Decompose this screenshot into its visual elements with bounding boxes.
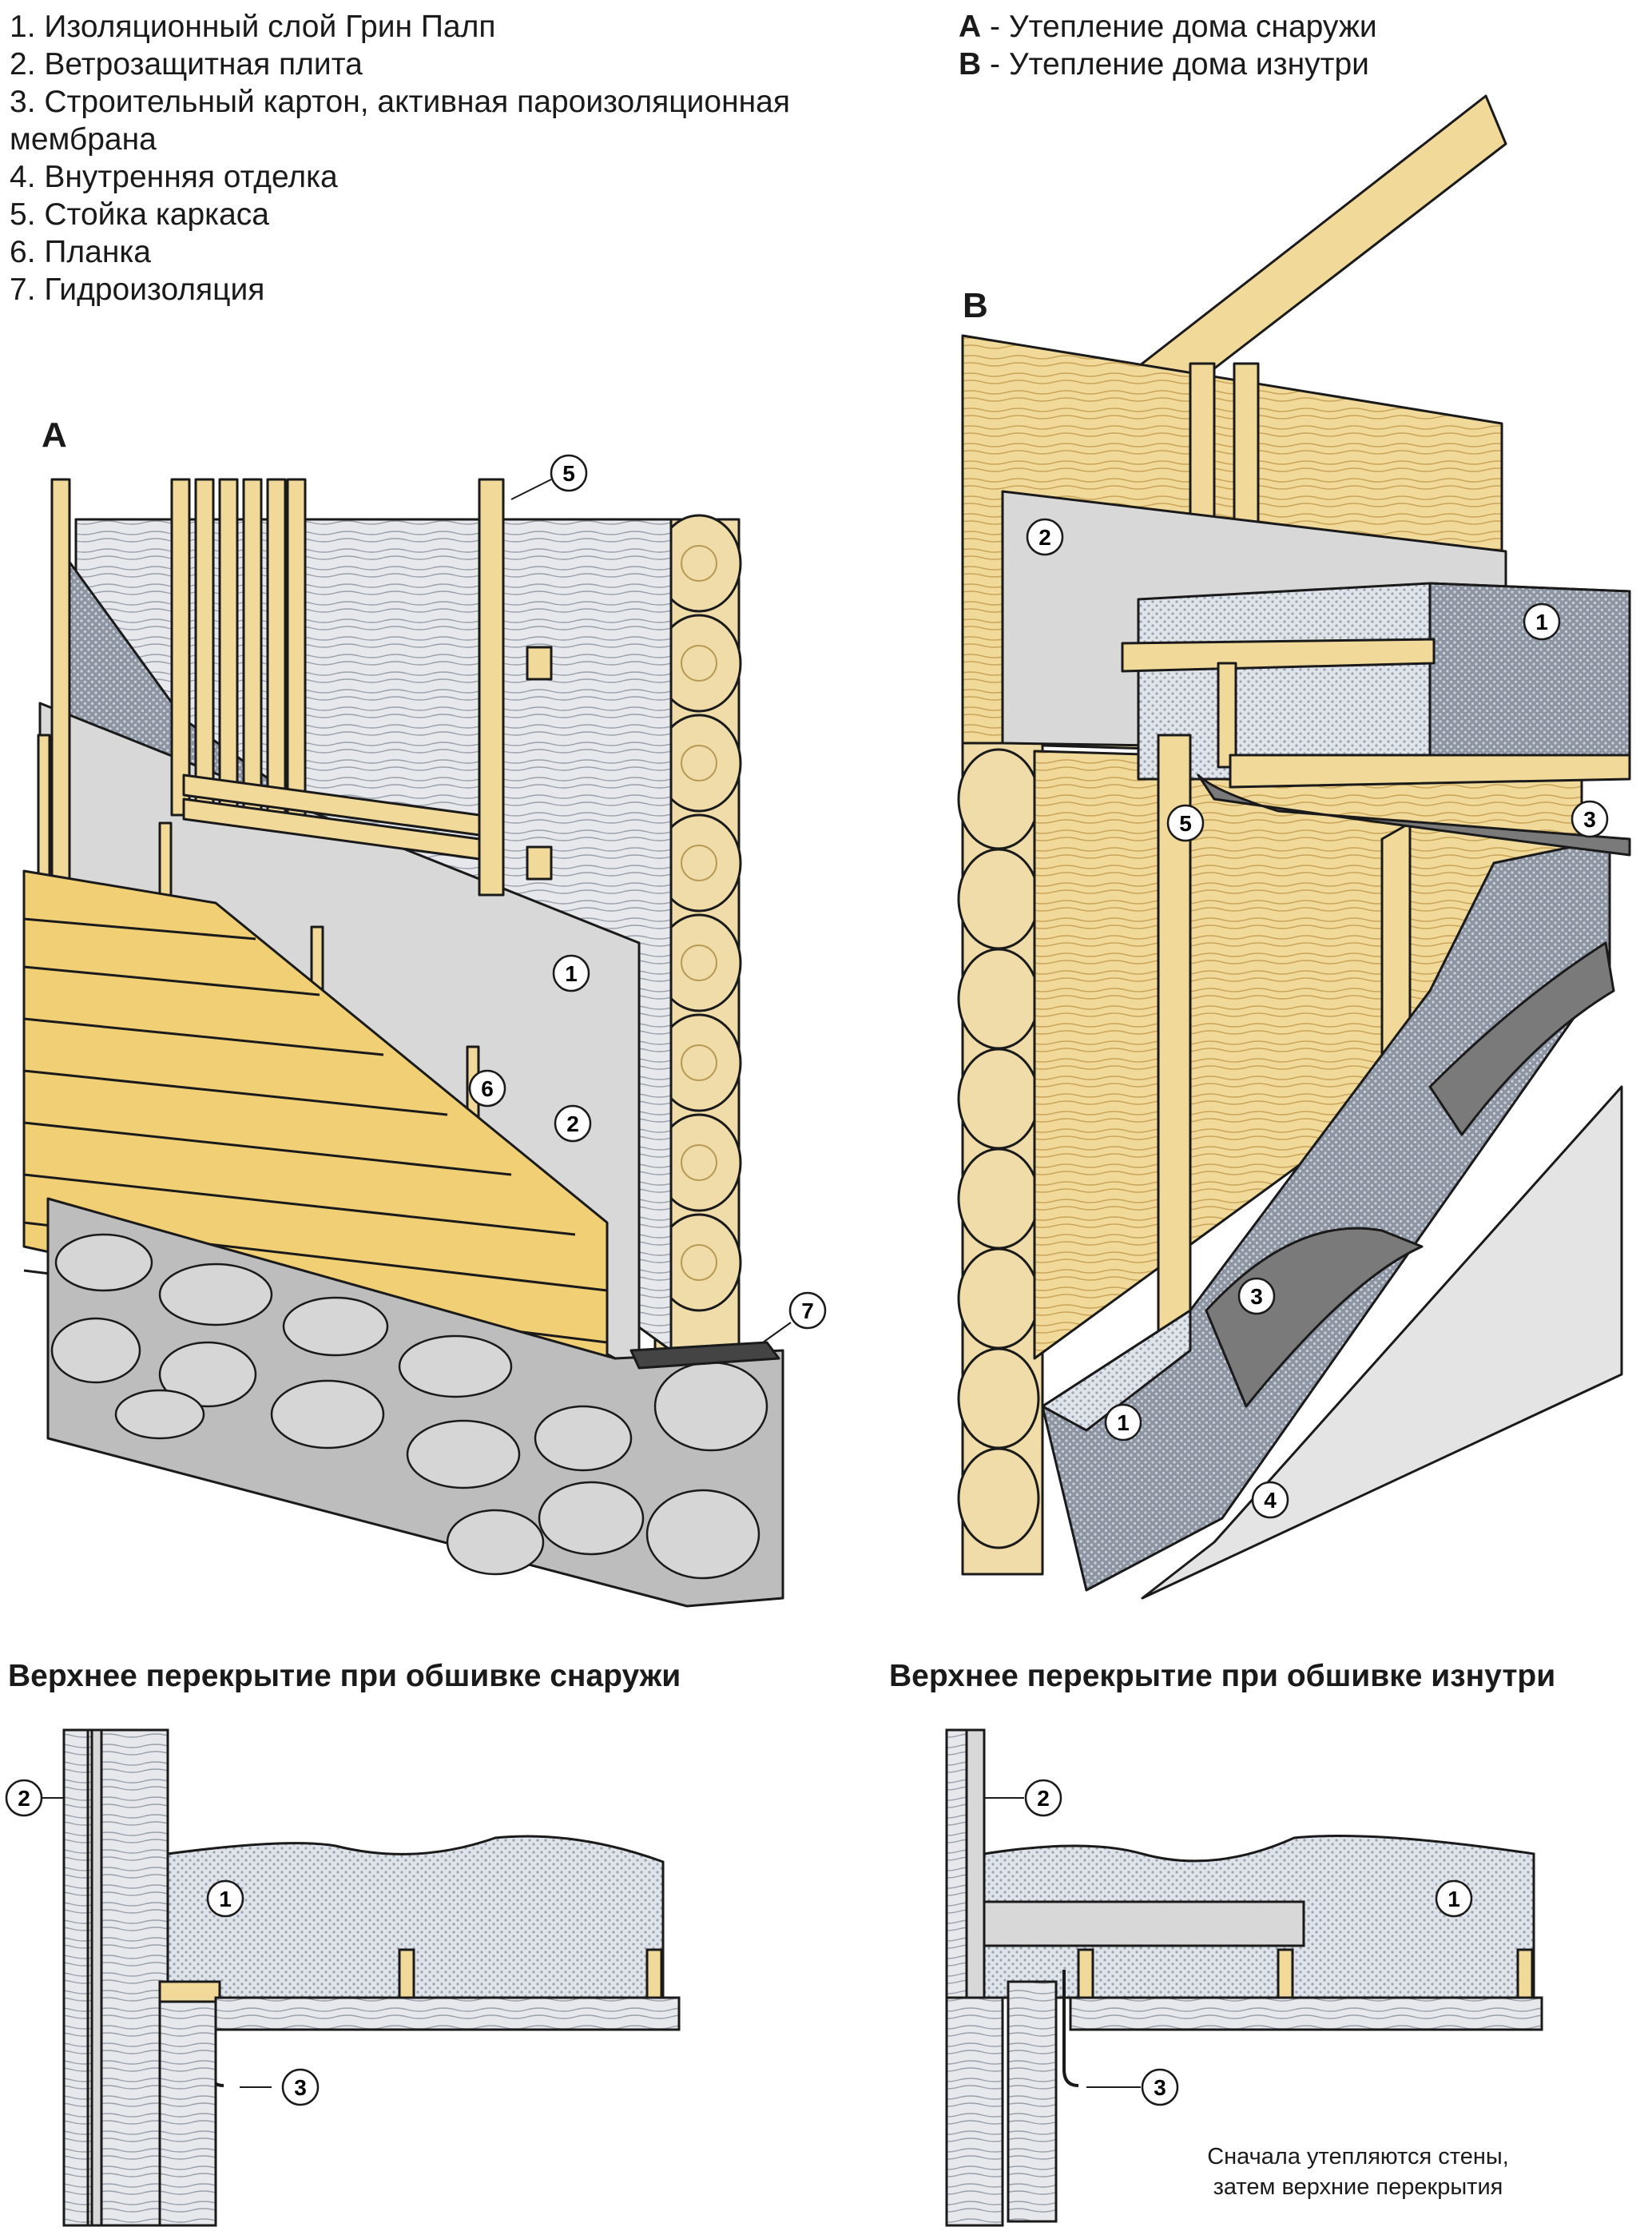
panel-a-label: A: [42, 416, 67, 455]
legend-list: 1. Изоляционный слой Грин Палп 2. Ветроз…: [10, 8, 872, 308]
legend-item-7: 7. Гидроизоляция: [10, 272, 265, 307]
callout-a-6-label: 6: [481, 1076, 494, 1101]
panel-b-membrane-ceiling: [1197, 773, 1631, 857]
section-left-drawing: [40, 1728, 681, 2227]
left-ceiling-insulation: [166, 1835, 665, 1999]
right-ceiling-board: [983, 1900, 1305, 1947]
section-right-title: Верхнее перекрытие при обшивке изнутри: [889, 1659, 1556, 1693]
callouts-right-section: 2 1 3: [1024, 1779, 1473, 2106]
right-windproof-strip: [965, 1728, 986, 2003]
variant-a-letter: A: [959, 10, 982, 44]
section-note: Сначала утепляются стены, затем верхние …: [1150, 2142, 1566, 2202]
right-joist-1: [1077, 1948, 1094, 1999]
right-membrane: [1062, 1970, 1079, 2087]
variant-a-text: - Утепление дома снаружи: [981, 10, 1377, 44]
callout-a-6: 6: [468, 1069, 506, 1108]
callout-a-2-label: 2: [566, 1112, 579, 1136]
variant-legend: A - Утепление дома снаружи B - Утепление…: [959, 8, 1377, 83]
callout-a-7: 7: [762, 1291, 827, 1343]
panel-a-stones: [50, 1233, 768, 1580]
callout-rs-2-label: 2: [1037, 1786, 1050, 1811]
callout-b-5: 5: [1166, 804, 1205, 842]
legend-item-5: 5. Стойка каркаса: [10, 197, 269, 232]
callout-a-1: 1: [552, 954, 590, 992]
left-joist-1: [398, 1948, 415, 1999]
left-ceiling-boards: [214, 1996, 681, 2031]
note-line-2: затем верхние перекрытия: [1213, 2174, 1503, 2200]
callout-ls-3: 3: [281, 2068, 320, 2106]
legend-item-3: 3. Строительный картон, активная пароизо…: [10, 85, 790, 157]
panel-b-label: B: [963, 286, 988, 325]
panel-a-waterproofing: [629, 1341, 780, 1370]
callout-rs-1-label: 1: [1447, 1887, 1460, 1911]
section-right-drawing: [945, 1728, 1543, 2227]
panel-b-illustration: [957, 94, 1631, 1600]
callout-rs-2: 2: [1024, 1779, 1062, 1817]
callout-ls-1: 1: [206, 1879, 244, 1918]
callout-ls-3-label: 3: [294, 2075, 307, 2100]
callout-b-3-top-label: 3: [1583, 807, 1596, 832]
callout-b-1-low: 1: [1104, 1403, 1142, 1442]
variant-b: B - Утепление дома изнутри: [959, 46, 1377, 83]
legend-item-2: 2. Ветрозащитная плита: [10, 47, 363, 82]
callout-a-2: 2: [554, 1104, 592, 1143]
callout-a-5-label: 5: [562, 461, 575, 486]
callout-rs-3: 3: [1141, 2068, 1179, 2106]
left-joist-2: [645, 1948, 663, 1999]
panel-b-joist-post: [1217, 662, 1237, 769]
left-wall-outer: [62, 1728, 89, 2227]
right-stud: [1007, 1980, 1058, 2223]
callout-a-1-label: 1: [565, 961, 578, 986]
callout-b-4-label: 4: [1264, 1488, 1277, 1513]
panel-b-insulation-edge: [1041, 1309, 1192, 1432]
right-joist-2: [1277, 1948, 1294, 1999]
callout-b-2-label: 2: [1038, 525, 1051, 550]
right-lower-logs: [945, 1996, 1004, 2227]
callout-rs-3-label: 3: [1154, 2075, 1166, 2100]
left-windproof-strip: [90, 1728, 103, 2227]
callout-b-3-top: 3: [1571, 800, 1609, 838]
right-joist-3: [1516, 1948, 1534, 1999]
panel-b-membrane-roll-high: [1428, 941, 1615, 1136]
callout-a-5: 5: [510, 454, 588, 500]
callout-b-4: 4: [1251, 1481, 1289, 1519]
panel-a-illustration: [22, 478, 784, 1608]
right-ceiling-boards: [1069, 1996, 1543, 2031]
note-line-1: Сначала утепляются стены,: [1207, 2144, 1509, 2169]
callout-b-3-low-label: 3: [1250, 1284, 1263, 1309]
callout-ls-2: 2: [5, 1779, 43, 1817]
panel-b-interior-finish: [1141, 1085, 1623, 1600]
callout-b-1-top: 1: [1523, 602, 1561, 641]
variant-b-letter: B: [959, 47, 982, 82]
legend-item-6: 6. Планка: [10, 235, 151, 269]
callout-ls-1-label: 1: [219, 1887, 232, 1911]
section-left-title: Верхнее перекрытие при обшивке снаружи: [8, 1659, 681, 1693]
callouts-upper: 5 1 6 2 7 2 1 3 5 3 1 4: [468, 454, 1609, 1519]
panel-b-ceiling-boards: [1229, 754, 1631, 789]
callout-b-5-label: 5: [1179, 811, 1192, 836]
legend-item-4: 4. Внутренняя отделка: [10, 160, 338, 194]
callout-rs-1: 1: [1435, 1879, 1473, 1918]
callout-b-2: 2: [1026, 518, 1064, 556]
panel-a-studs: [50, 478, 553, 897]
panel-b-ceiling-joist: [1121, 638, 1436, 673]
panel-b-membrane-roll-low: [1205, 1227, 1424, 1408]
callout-b-3-low: 3: [1237, 1277, 1276, 1315]
panel-a-siding-lines: [23, 917, 608, 1344]
left-lower-logs: [158, 2000, 217, 2227]
legend-item-1: 1. Изоляционный слой Грин Палп: [10, 10, 496, 44]
panel-b-log-ends: [957, 742, 1044, 1576]
variant-a: A - Утепление дома снаружи: [959, 8, 1377, 46]
callout-b-1-low-label: 1: [1117, 1410, 1130, 1435]
callout-ls-2-label: 2: [18, 1786, 30, 1811]
callout-a-7-label: 7: [801, 1298, 814, 1323]
callout-b-1-top-label: 1: [1535, 610, 1548, 634]
left-top-plate: [158, 1980, 221, 2003]
callouts-left-section: 2 1 3: [5, 1779, 320, 2106]
variant-b-text: - Утепление дома изнутри: [981, 47, 1369, 82]
